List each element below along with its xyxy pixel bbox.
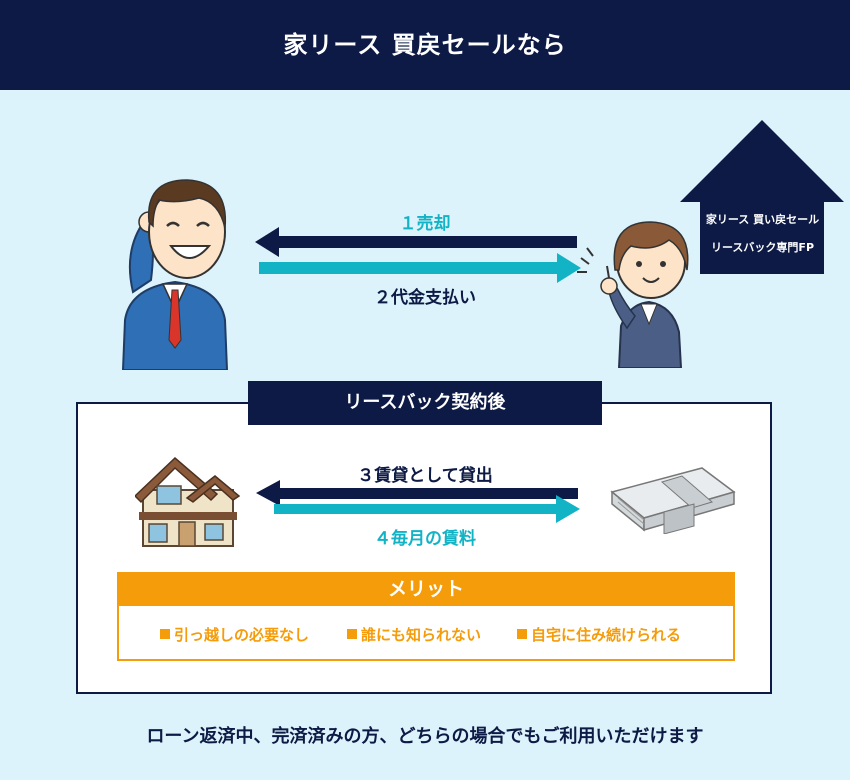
bullet-square-icon	[517, 629, 527, 639]
leaseback-tab: リースバック契約後	[248, 381, 602, 425]
merit-item: 自宅に住み続けられる	[517, 624, 681, 645]
arrow-payment	[259, 253, 581, 283]
woman-illustration	[577, 221, 689, 368]
footer-note: ローン返済中、完済済みの方、どちらの場合でもご利用いただけます	[146, 726, 704, 747]
arrow4-label: ４毎月の賃料	[374, 529, 476, 549]
man-illustration	[121, 179, 229, 370]
fp-sign-line1: 家リース 買い戻セール	[705, 213, 820, 226]
merit-item-label: 自宅に住み続けられる	[531, 626, 682, 644]
arrow-rent-out	[256, 480, 578, 506]
fp-sign-line2: リースバック専門FP	[710, 241, 815, 254]
merit-title: メリット	[117, 572, 735, 606]
arrow-monthly-rent	[274, 495, 580, 523]
arrow2-label: ２代金支払い	[374, 288, 476, 308]
merit-item: 誰にも知られない	[347, 624, 481, 645]
money-illustration	[610, 467, 736, 534]
arrow1-label: １売却	[399, 214, 451, 234]
arrow3-label: ３賃貸として貸出	[357, 466, 493, 486]
house-illustration	[135, 456, 240, 547]
merit-item: 引っ越しの必要なし	[160, 624, 309, 645]
lease-flow-arrows	[256, 480, 580, 523]
page-title: 家リース 買戻セールなら	[0, 0, 850, 90]
arrow-sale	[255, 227, 577, 257]
top-flow-arrows	[255, 227, 581, 283]
merit-item-label: 引っ越しの必要なし	[174, 626, 310, 644]
bullet-square-icon	[160, 629, 170, 639]
bullet-square-icon	[347, 629, 357, 639]
fp-house-sign	[680, 120, 844, 274]
fp-sign-text: 家リース 買い戻セール リースバック専門FP	[700, 211, 825, 255]
merit-item-label: 誰にも知られない	[361, 626, 482, 644]
